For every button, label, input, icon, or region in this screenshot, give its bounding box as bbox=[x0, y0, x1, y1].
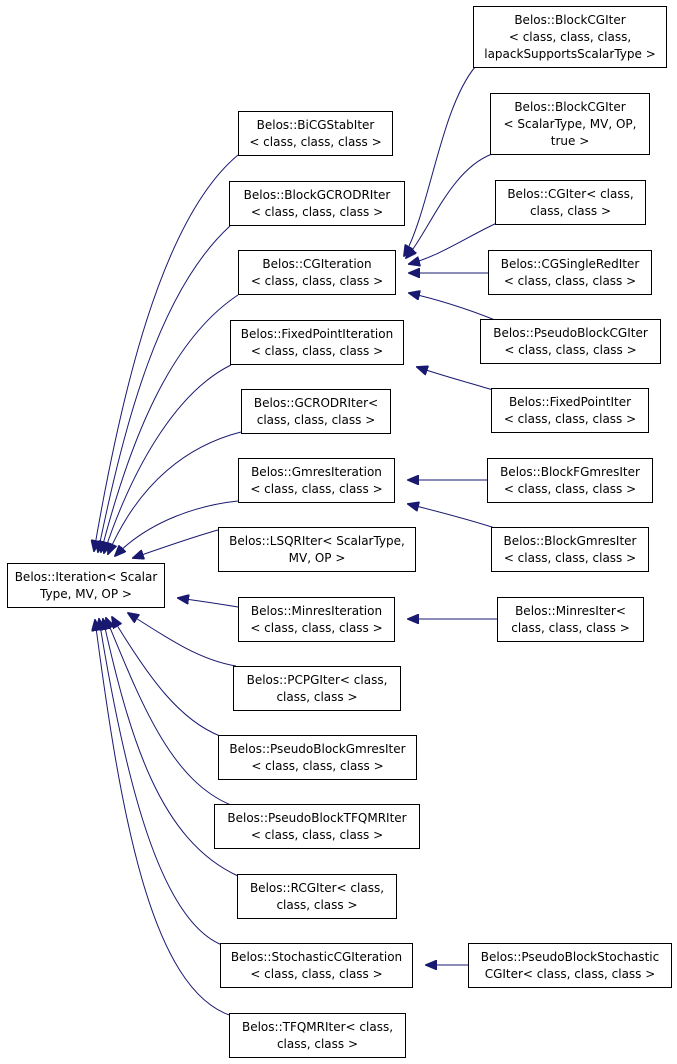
edge-cgiteration bbox=[101, 294, 239, 552]
node-tfqmr-iter[interactable]: Belos::TFQMRIter< class, class, class > bbox=[229, 1013, 406, 1058]
node-label-line: < class, class, class > bbox=[250, 343, 384, 358]
node-block-gmres-iter[interactable]: Belos::BlockGmresIter < class, class, cl… bbox=[491, 527, 649, 572]
node-label-line: < ScalarType, MV, OP, bbox=[503, 116, 637, 131]
node-label-line: < class, class, class > bbox=[503, 550, 637, 565]
node-label-line: Belos::BlockGmresIter bbox=[503, 533, 637, 548]
node-label-line: Type, MV, OP > bbox=[40, 586, 132, 601]
node-label-line: < class, class, class > bbox=[249, 134, 382, 149]
edge-rcg bbox=[103, 619, 239, 877]
node-fixed-point-iteration[interactable]: Belos::FixedPointIteration < class, clas… bbox=[230, 320, 404, 365]
node-pcpg-iter[interactable]: Belos::PCPGIter< class, class, class > bbox=[233, 666, 401, 711]
node-gmres-iteration[interactable]: Belos::GmresIteration < class, class, cl… bbox=[238, 458, 395, 503]
node-label-line: class, class > bbox=[276, 689, 358, 704]
edge-pseudoblockgmres bbox=[112, 617, 221, 737]
edge-blockcg1 bbox=[404, 66, 476, 256]
edge-pseudoblockcg bbox=[409, 293, 496, 321]
node-pseudo-block-gmres-iter[interactable]: Belos::PseudoBlockGmresIter < class, cla… bbox=[218, 735, 417, 780]
node-label-line: < class, class, class > bbox=[250, 273, 384, 288]
node-fixed-point-iter[interactable]: Belos::FixedPointIter < class, class, cl… bbox=[491, 388, 649, 433]
node-pseudo-block-cg-iter[interactable]: Belos::PseudoBlockCGIter < class, class,… bbox=[480, 319, 661, 364]
node-rcg-iter[interactable]: Belos::RCGIter< class, class, class > bbox=[237, 874, 397, 919]
node-cg-iter[interactable]: Belos::CGIter< class, class, class > bbox=[495, 180, 646, 225]
node-minres-iter[interactable]: Belos::MinresIter< class, class, class > bbox=[497, 597, 644, 642]
edge-blockgcrodr bbox=[98, 225, 231, 552]
node-label-line: lapackSupportsScalarType > bbox=[484, 46, 656, 61]
node-label-line: Belos::CGIteration bbox=[262, 256, 372, 271]
edge-minresiteration bbox=[178, 598, 239, 608]
node-block-cg-iter-lapack[interactable]: Belos::BlockCGIter < class, class, class… bbox=[473, 6, 667, 68]
node-minres-iteration[interactable]: Belos::MinresIteration < class, class, c… bbox=[238, 597, 395, 642]
node-label-line: Belos::BiCGStabIter bbox=[256, 117, 375, 132]
node-label-line: CGIter< class, class, class > bbox=[484, 966, 656, 981]
node-label-line: true > bbox=[550, 133, 590, 148]
node-label-line: Belos::RCGIter< class, bbox=[249, 880, 385, 895]
node-block-gcrodr-iter[interactable]: Belos::BlockGCRODRIter < class, class, c… bbox=[229, 181, 405, 226]
node-label-line: Belos::BlockCGIter bbox=[514, 99, 626, 114]
node-label-line: < class, class, class > bbox=[503, 273, 637, 288]
node-label-line: Belos::BlockCGIter bbox=[514, 12, 626, 27]
node-label-line: Belos::FixedPointIteration bbox=[240, 326, 394, 341]
node-label-line: Belos::StochasticCGIteration bbox=[230, 949, 403, 964]
node-pseudo-block-tfqmr-iter[interactable]: Belos::PseudoBlockTFQMRIter < class, cla… bbox=[214, 804, 420, 849]
node-label-line: Belos::GmresIteration bbox=[251, 464, 382, 479]
node-gcrodr-iter[interactable]: Belos::GCRODRIter< class, class, class > bbox=[241, 389, 391, 434]
node-label-line: < class, class, class > bbox=[250, 620, 383, 635]
node-label-line: < class, class, class > bbox=[251, 758, 384, 773]
node-lsqr-iter[interactable]: Belos::LSQRIter< ScalarType, MV, OP > bbox=[218, 527, 416, 572]
node-bicgstab-iter[interactable]: Belos::BiCGStabIter < class, class, clas… bbox=[238, 111, 393, 156]
edge-cgiter bbox=[409, 222, 498, 264]
node-pseudo-block-stochastic-cg-iter[interactable]: Belos::PseudoBlockStochastic CGIter< cla… bbox=[468, 943, 672, 988]
node-label-line: Belos::GCRODRIter< bbox=[253, 395, 379, 410]
node-label-line: Belos::CGIter< class, bbox=[507, 186, 634, 201]
edge-bicgstab bbox=[94, 154, 239, 551]
node-label-line: class, class > bbox=[276, 897, 358, 912]
edge-stochasticcg bbox=[99, 619, 223, 946]
node-label-line: Belos::TFQMRIter< class, bbox=[241, 1019, 394, 1034]
node-label-line: class, class > bbox=[529, 203, 612, 218]
node-label-line: < class, class, class > bbox=[250, 966, 383, 981]
node-label-line: Belos::CGSingleRedIter bbox=[500, 256, 640, 271]
node-label-line: < class, class, class > bbox=[503, 481, 637, 496]
node-label-line: < class, class, class > bbox=[250, 481, 383, 496]
node-block-fgmres-iter[interactable]: Belos::BlockFGmresIter < class, class, c… bbox=[487, 458, 653, 503]
edge-lsqr bbox=[133, 529, 219, 558]
node-cg-single-red-iter[interactable]: Belos::CGSingleRedIter < class, class, c… bbox=[488, 250, 652, 295]
node-label-line: < class, class, class > bbox=[503, 411, 637, 426]
edge-fixedpointiter bbox=[417, 367, 494, 391]
node-label-line: MV, OP > bbox=[288, 550, 346, 565]
edge-gcrodr bbox=[108, 431, 242, 554]
node-cg-iteration[interactable]: Belos::CGIteration < class, class, class… bbox=[238, 250, 396, 295]
edge-blockcg2 bbox=[406, 153, 493, 258]
node-label-line: < class, class, class, bbox=[508, 29, 632, 44]
node-label-line: class, class, class > bbox=[511, 620, 630, 635]
node-label-line: Belos::PseudoBlockTFQMRIter bbox=[227, 810, 407, 825]
node-label-line: Belos::PseudoBlockGmresIter bbox=[229, 741, 406, 756]
node-block-cg-iter-true[interactable]: Belos::BlockCGIter < ScalarType, MV, OP,… bbox=[490, 93, 650, 155]
node-label-line: < class, class, class > bbox=[250, 204, 384, 219]
node-label-line: Belos::Iteration< Scalar bbox=[14, 569, 158, 584]
edge-tfqmr bbox=[95, 620, 233, 1017]
edge-pcpg bbox=[128, 613, 237, 667]
node-label-line: Belos::PCPGIter< class, bbox=[246, 672, 388, 687]
node-label-line: Belos::FixedPointIter bbox=[508, 394, 632, 409]
node-label-line: Belos::LSQRIter< ScalarType, bbox=[229, 533, 405, 548]
node-label-line: Belos::BlockGCRODRIter bbox=[243, 187, 391, 202]
edge-pseudoblocktfqmr bbox=[106, 618, 232, 806]
node-label-line: class, class, class > bbox=[256, 412, 376, 427]
edge-blockgmres bbox=[408, 504, 496, 529]
node-label-line: class, class > bbox=[276, 1036, 359, 1051]
node-label-line: Belos::BlockFGmresIter bbox=[500, 464, 640, 479]
node-label-line: Belos::PseudoBlockStochastic bbox=[480, 949, 660, 964]
node-label-line: Belos::PseudoBlockCGIter bbox=[493, 325, 648, 340]
node-stochastic-cg-iteration[interactable]: Belos::StochasticCGIteration < class, cl… bbox=[220, 943, 413, 988]
node-label-line: < class, class, class > bbox=[250, 827, 384, 842]
edge-fixedpointiteration bbox=[104, 364, 232, 553]
node-label-line: Belos::MinresIteration bbox=[250, 603, 383, 618]
node-label-line: Belos::MinresIter< bbox=[515, 603, 626, 618]
node-label-line: < class, class, class > bbox=[504, 342, 637, 357]
node-belos-iteration[interactable]: Belos::Iteration< Scalar Type, MV, OP > bbox=[7, 563, 165, 608]
edge-gmresiteration bbox=[115, 500, 239, 556]
